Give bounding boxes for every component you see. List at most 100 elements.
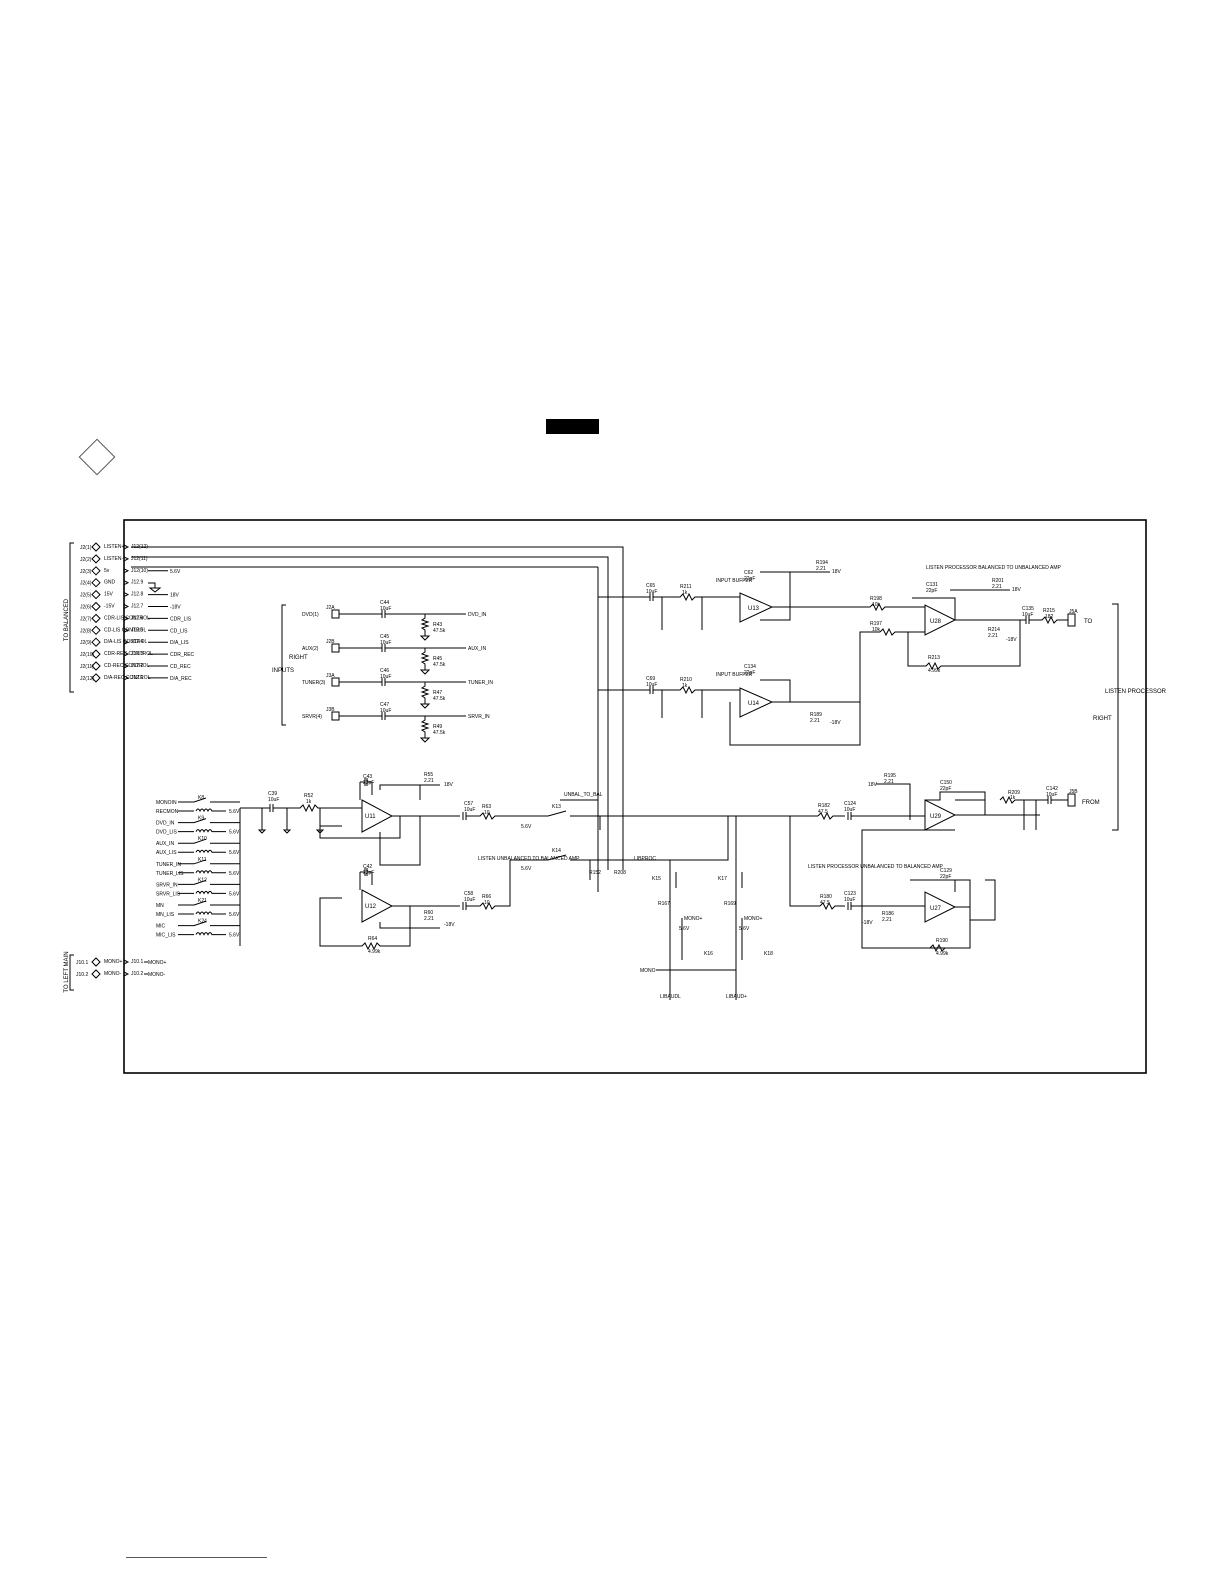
u29-label: U29: [930, 814, 942, 820]
minus18-ur-u28: -18V: [1006, 637, 1017, 643]
k18-label: K18: [764, 951, 773, 957]
connector-net: MONO+: [148, 960, 167, 966]
connector-net: -18V: [170, 605, 181, 611]
connector-arrow-icon: [123, 971, 130, 977]
connector-pin: J2(10): [80, 652, 95, 658]
plus18-ur-top: 18V: [832, 569, 842, 575]
connector-arrow-icon: [123, 592, 130, 598]
input-jack-ref: J3A: [326, 673, 335, 679]
r201-val: 2.21: [992, 584, 1002, 590]
r190-val: 4.99k: [936, 951, 949, 957]
c150-ref: C150: [940, 780, 952, 786]
connector-pin: J2(6): [80, 605, 92, 611]
j5b-ref: J5B: [1069, 789, 1078, 795]
black-label-tag: [546, 419, 599, 434]
r63-val: 10: [484, 810, 490, 816]
r210-ref: R210: [680, 677, 692, 683]
footer-link-underline[interactable]: [126, 1557, 267, 1558]
connector-pin: J2(1): [80, 545, 92, 551]
c58-ref: C58: [464, 891, 473, 897]
input-cap-val: 10uF: [380, 708, 391, 714]
connector-right-pin: J12.7: [131, 604, 143, 610]
input-res-val: 47.5k: [433, 696, 446, 702]
connector-signal: D/A-LIS CONTROL: [104, 639, 148, 645]
relay-supply: 5.6V: [229, 830, 240, 836]
r64-ref: R64: [368, 936, 377, 942]
c42-ref: C42: [363, 864, 372, 870]
r63-ref: R63: [482, 804, 491, 810]
to-left-main-label: TO LEFT MAIN: [64, 951, 70, 992]
input-jack-icon: [331, 677, 340, 687]
connector-arrow-icon: [123, 639, 130, 645]
c58-val: 10uF: [464, 897, 475, 903]
connector-right-pin: J10.1: [131, 959, 143, 965]
k18-supply: 5.6V: [739, 926, 750, 932]
from-label: FROM: [1082, 800, 1100, 806]
c134-ref: C134: [744, 664, 756, 670]
input-cap-ref: C45: [380, 634, 389, 640]
u13-label: U13: [748, 606, 760, 612]
relay-supply: 5.6V: [229, 850, 240, 856]
input-res-ref: R47: [433, 690, 442, 696]
c43-val: 22pF: [363, 780, 374, 786]
r66-val: 10: [484, 900, 490, 906]
relay-top-net: AUX_IN: [156, 841, 174, 847]
to-label: TO: [1084, 619, 1093, 625]
connector-diamond-icon: [91, 637, 101, 647]
r189-val: 2.21: [810, 718, 820, 724]
connector-arrow-icon: [123, 959, 130, 965]
libaudl-net: LIBAUDL: [660, 994, 681, 1000]
center-amp-note: LISTEN UNBALANCED TO BALANCED AMP: [478, 856, 580, 862]
connector-diamond-icon: [91, 566, 101, 576]
r52-val: 1k: [306, 799, 312, 805]
r201-ref: R201: [992, 578, 1004, 584]
r60-ref: R60: [424, 910, 433, 916]
c69-val: 10uF: [646, 682, 657, 688]
c135-ref: C135: [1022, 606, 1034, 612]
relay-top-net: DVD_IN: [156, 821, 175, 827]
r55-ref: R55: [424, 772, 433, 778]
r180-val: 47.5: [820, 900, 830, 906]
input-net: DVD_IN: [468, 612, 487, 618]
r195-ref: R195: [884, 773, 896, 779]
r194-val: 2.21: [816, 566, 826, 572]
u27-label: U27: [930, 906, 942, 912]
input-jack-icon: [331, 711, 340, 721]
connector-right-pin: J12.4: [131, 639, 143, 645]
k17-label: K17: [718, 876, 727, 882]
relay-top-net: MN: [156, 903, 164, 909]
connector-diamond-icon: [91, 589, 101, 600]
input-jack-label: TUNER(3): [302, 680, 326, 686]
connector-diamond-icon: [91, 969, 101, 979]
c62-ref: C62: [744, 570, 753, 576]
c134-val: 22pF: [744, 670, 755, 676]
r152-ref: R152: [589, 870, 601, 876]
input-jack-ref: J2A: [326, 605, 335, 611]
c123-ref: C123: [844, 891, 856, 897]
c129-ref: C129: [940, 868, 952, 874]
connector-net: D/A_LIS: [170, 640, 189, 646]
connector-pin: J10.1: [76, 960, 88, 966]
relay-top-net: MIC: [156, 924, 166, 930]
connector-signal: MONO+: [104, 959, 123, 965]
input-cap-ref: C46: [380, 668, 389, 674]
connector-pin: J2(5): [80, 593, 92, 599]
mono-plus-left: MONO+: [684, 916, 703, 922]
u28-label: U28: [930, 619, 942, 625]
connector-right-pin: J12.8: [131, 592, 143, 598]
inputs-label: INPUTS: [272, 668, 294, 674]
connector-right-pin: J12.9: [131, 580, 143, 586]
input-res-val: 47.5k: [433, 662, 446, 668]
input-cap-ref: C44: [380, 600, 389, 606]
relay-top-net: TUNER_IN: [156, 862, 181, 868]
u12-label: U12: [365, 904, 377, 910]
input-jack-icon: [331, 643, 340, 653]
relay-supply: 5.6V: [229, 933, 240, 939]
relay-bottom-net: AUX_LIS: [156, 850, 177, 856]
r208-ref: R208: [614, 870, 626, 876]
connector-signal: LISTEN+: [104, 544, 125, 550]
connector-signal: 15V: [104, 592, 114, 598]
r213-val: 4.99k: [928, 668, 941, 674]
